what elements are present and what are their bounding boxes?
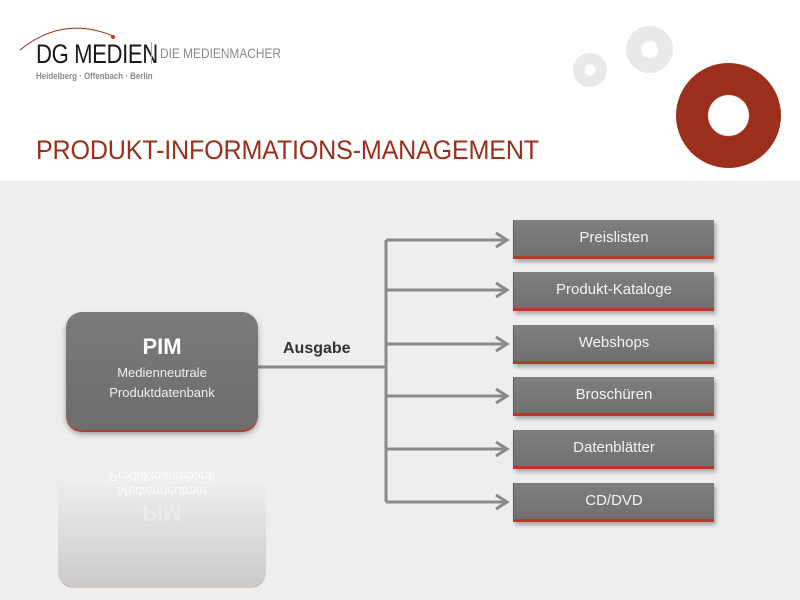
page-title: PRODUKT-INFORMATIONS-MANAGEMENT — [36, 135, 539, 165]
logo-divider — [151, 42, 152, 64]
pim-source-box: PIM Medienneutrale Produktdatenbank — [66, 312, 258, 430]
decorative-ring-small-icon — [573, 53, 607, 87]
decorative-ring-large-icon — [676, 63, 781, 168]
output-box-datenblaetter: Datenblätter — [513, 430, 714, 469]
slide-header — [0, 0, 800, 181]
company-logo: DG MEDIEN Heidelberg · Offenbach · Berli… — [18, 20, 298, 81]
pim-description-line1: Medienneutrale — [117, 365, 207, 380]
pim-description-line2: Produktdatenbank — [109, 385, 215, 400]
output-box-cd-dvd: CD/DVD — [513, 483, 714, 522]
connector-label: Ausgabe — [283, 340, 351, 357]
logo-locations: Heidelberg · Offenbach · Berlin — [36, 71, 153, 81]
logo-slogan: DIE MEDIENMACHER — [160, 45, 282, 61]
output-box-preislisten: Preislisten — [513, 220, 714, 259]
output-box-produkt-kataloge: Produkt-Kataloge — [513, 272, 714, 311]
pim-title: PIM — [142, 334, 182, 359]
logo-wordmark: DG MEDIEN — [36, 39, 158, 69]
output-box-webshops: Webshops — [513, 325, 714, 364]
output-box-broschueren: Broschüren — [513, 377, 714, 416]
logo-arc-icon — [19, 27, 115, 51]
pim-reflection: PIM Medienneutrale Produktdatenbank — [58, 437, 266, 588]
decorative-ring-medium-icon — [626, 26, 673, 73]
